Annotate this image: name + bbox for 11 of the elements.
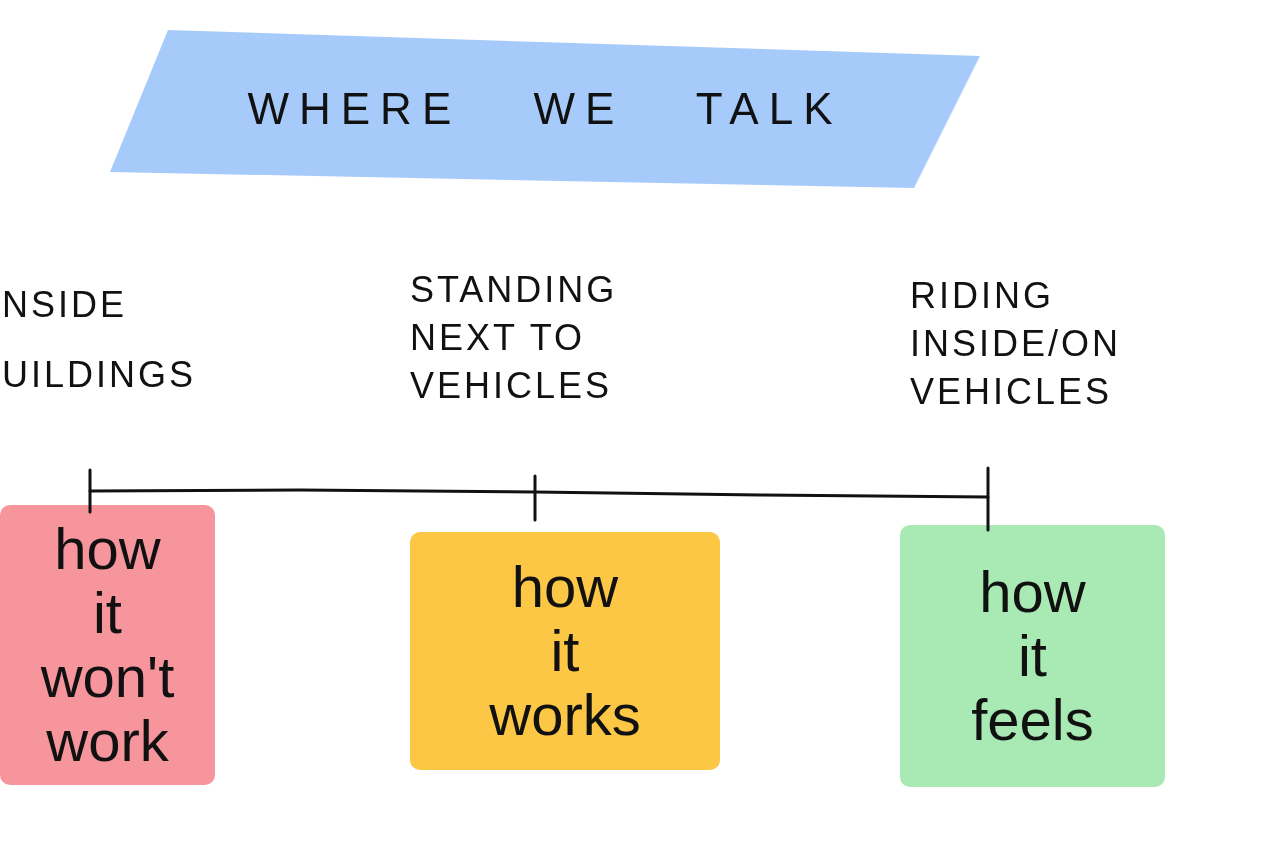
sticky-note (0, 505, 215, 785)
scale-label: NSIDE UILDINGS (2, 283, 198, 397)
sticky-note (900, 525, 1165, 787)
note-text: how it feels (971, 560, 1094, 752)
scale-label: STANDING NEXT TO VEHICLES (410, 268, 619, 408)
note-text: how it works (489, 555, 641, 747)
scale-label: RIDING INSIDE/ON VEHICLES (910, 274, 1123, 414)
sticky-note (410, 532, 720, 770)
band-title: WHERE WE TALK (247, 84, 843, 134)
note-text: how it won't work (40, 517, 175, 773)
title-band (110, 30, 980, 188)
